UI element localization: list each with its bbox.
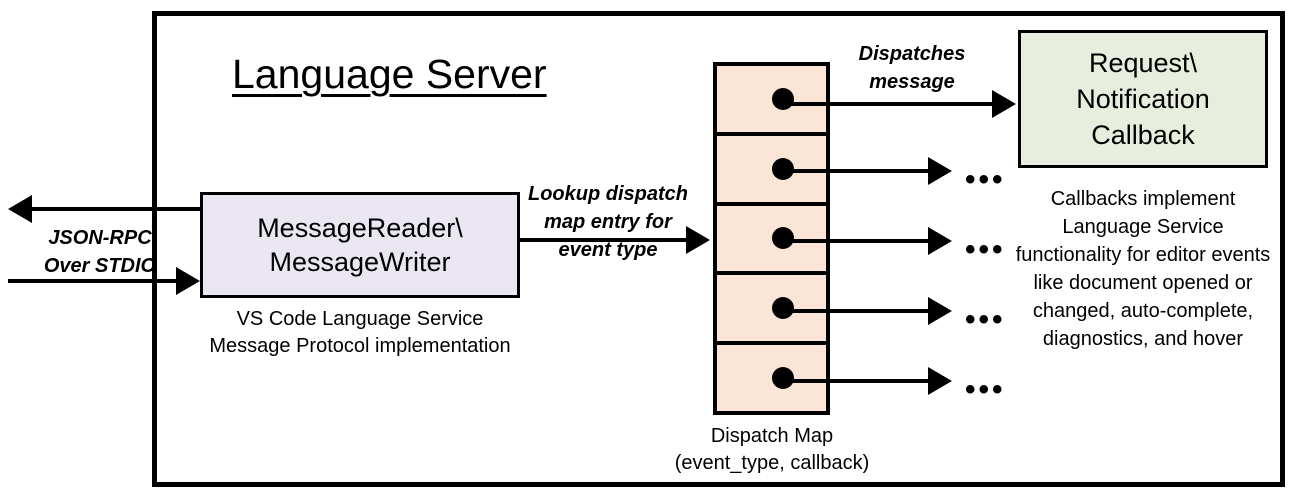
dispatch-entry-dot-icon — [772, 157, 794, 180]
dispatch-row-3-line — [788, 239, 930, 243]
jsonrpc-outbound-arrowhead — [8, 195, 32, 223]
dispatch-map-row[interactable] — [717, 135, 826, 206]
dispatch-row-4-line — [788, 309, 930, 313]
callback-line-2: Notification — [1076, 84, 1210, 114]
dispatches-label-line-1: Dispatches — [858, 43, 966, 65]
dispatch-map-row[interactable] — [717, 66, 826, 136]
message-io-line-2: MessageWriter — [269, 247, 451, 277]
dispatch-row-3-ellipsis: ••• — [965, 233, 1006, 266]
lookup-label-line-3: event type — [558, 239, 658, 261]
page-title: Language Server — [232, 51, 547, 97]
dispatch-map-caption-line-2: (event_type, callback) — [674, 452, 870, 474]
lookup-dispatch-line — [520, 238, 689, 242]
dispatch-row-1-line — [788, 102, 994, 106]
callback-line-3: Callback — [1091, 120, 1195, 150]
dispatch-entry-dot-icon — [772, 297, 794, 320]
callback-line-1: Request\ — [1088, 48, 1198, 78]
dispatch-map-caption-line-1: Dispatch Map — [710, 425, 834, 447]
dispatch-row-5-ellipsis: ••• — [965, 373, 1006, 406]
message-reader-writer-box[interactable]: MessageReader\ MessageWriter — [200, 192, 520, 298]
dispatch-entry-dot-icon — [772, 87, 794, 110]
dispatch-row-2-arrowhead — [928, 157, 952, 185]
dispatch-entry-dot-icon — [772, 367, 794, 390]
dispatch-map-caption: Dispatch Map (event_type, callback) — [636, 423, 908, 477]
lookup-dispatch-arrowhead — [686, 226, 710, 254]
dispatch-entry-dot-icon — [772, 227, 794, 250]
dispatch-row-4-arrowhead — [928, 297, 952, 325]
jsonrpc-inbound-arrowhead — [176, 267, 200, 295]
lookup-label-line-2: map entry for — [544, 211, 672, 233]
message-reader-writer-caption: VS Code Language Service Message Protoco… — [190, 306, 530, 360]
message-io-line-1: MessageReader\ — [257, 213, 463, 243]
dispatch-row-2-ellipsis: ••• — [965, 163, 1006, 196]
dispatch-row-4-ellipsis: ••• — [965, 303, 1006, 336]
message-io-caption-line-1: VS Code Language Service — [236, 308, 484, 330]
dispatch-row-3-arrowhead — [928, 227, 952, 255]
jsonrpc-label-line-2: Over STDIO — [43, 255, 157, 277]
jsonrpc-outbound-line — [30, 207, 215, 211]
message-io-caption-line-2: Message Protocol implementation — [209, 335, 511, 357]
jsonrpc-inbound-line — [8, 279, 183, 283]
jsonrpc-label-line-1: JSON-RPC — [48, 227, 152, 249]
dispatch-row-1-arrowhead — [992, 90, 1016, 118]
language-server-boundary — [152, 11, 1285, 487]
dispatches-message-edge-label: Dispatches message — [836, 40, 988, 96]
dispatch-row-2-line — [788, 169, 930, 173]
dispatches-label-line-2: message — [869, 71, 955, 93]
jsonrpc-edge-label: JSON-RPC Over STDIO — [20, 224, 180, 280]
dispatch-row-5-line — [788, 379, 930, 383]
request-notification-callback-box[interactable]: Request\ Notification Callback — [1018, 30, 1268, 168]
callback-description: Callbacks implement Language Service fun… — [1015, 188, 1271, 350]
dispatch-map-table[interactable] — [713, 62, 830, 415]
lookup-dispatch-edge-label: Lookup dispatch map entry for event type — [510, 180, 706, 264]
dispatch-map-row[interactable] — [717, 345, 826, 411]
dispatch-row-5-arrowhead — [928, 367, 952, 395]
lookup-label-line-1: Lookup dispatch — [528, 183, 688, 205]
